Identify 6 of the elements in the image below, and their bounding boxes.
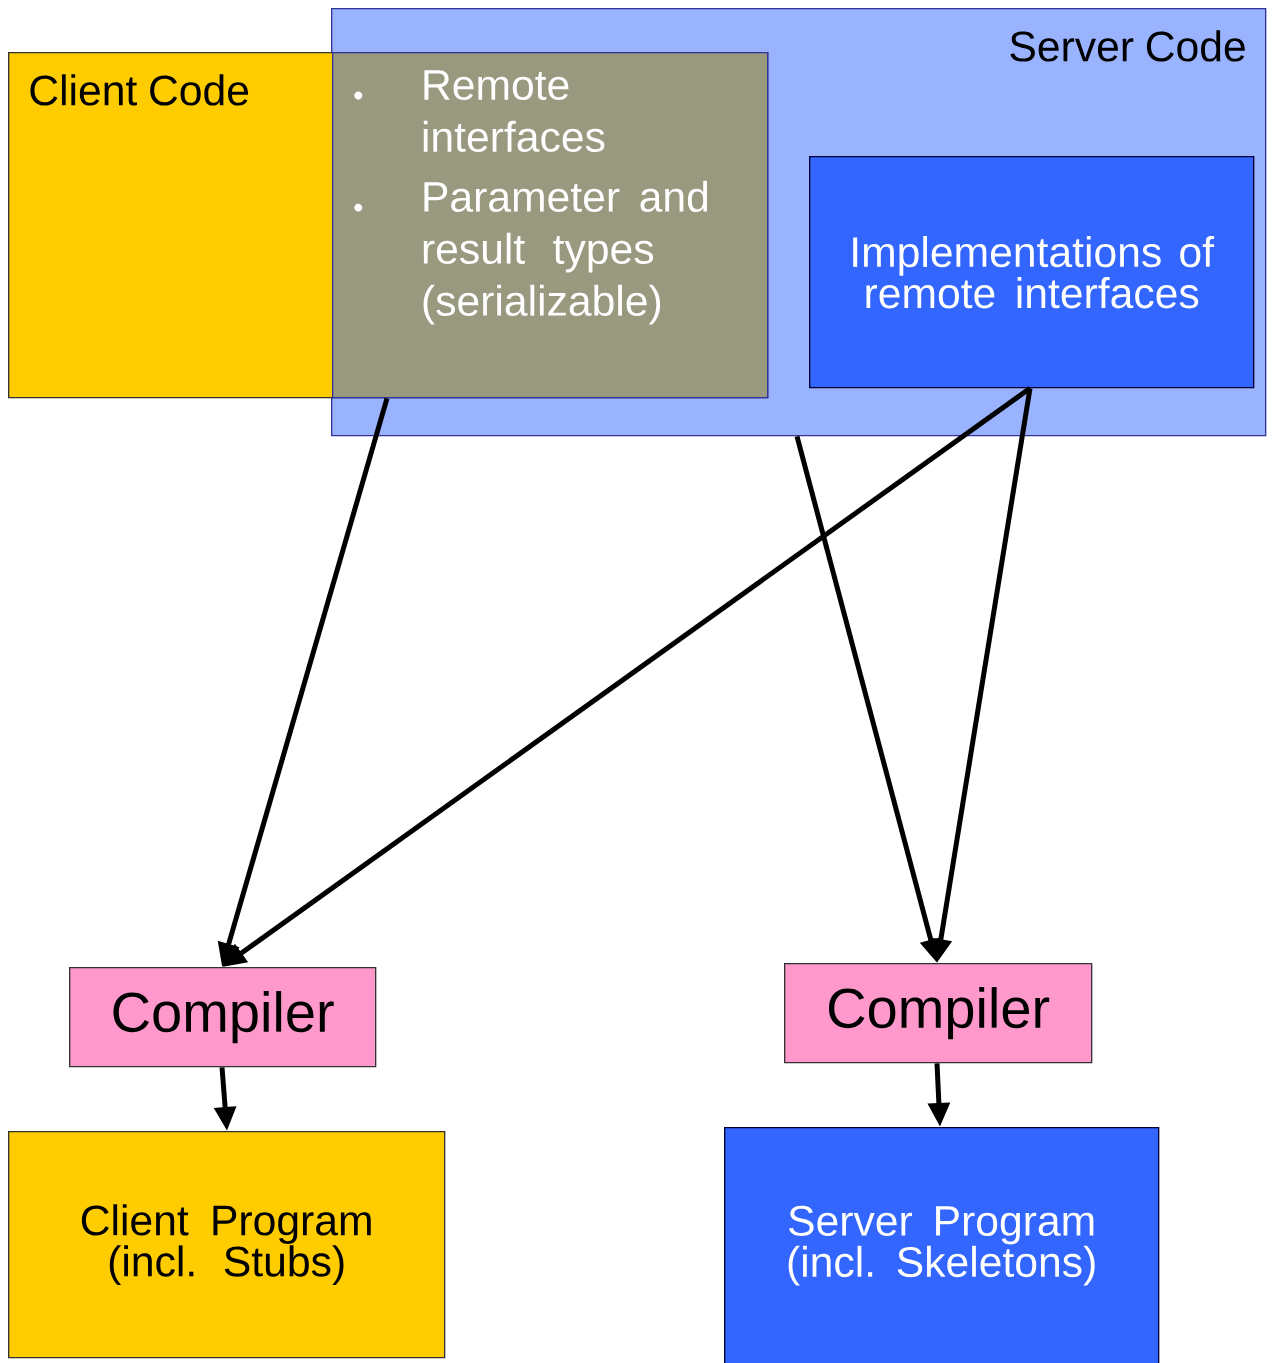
client-program-box: Client Program (incl. Stubs) [8, 1131, 446, 1359]
implementation-box: Implementations of remote interfaces [809, 156, 1255, 389]
shared-code-box: Remote interfaces Parameter and result types (serializable) [332, 52, 769, 399]
compiler-box: Compiler [784, 963, 1093, 1064]
server-program-box: Server Program (incl. Skeletons) [724, 1127, 1160, 1363]
compiler-box: Compiler [69, 967, 377, 1068]
